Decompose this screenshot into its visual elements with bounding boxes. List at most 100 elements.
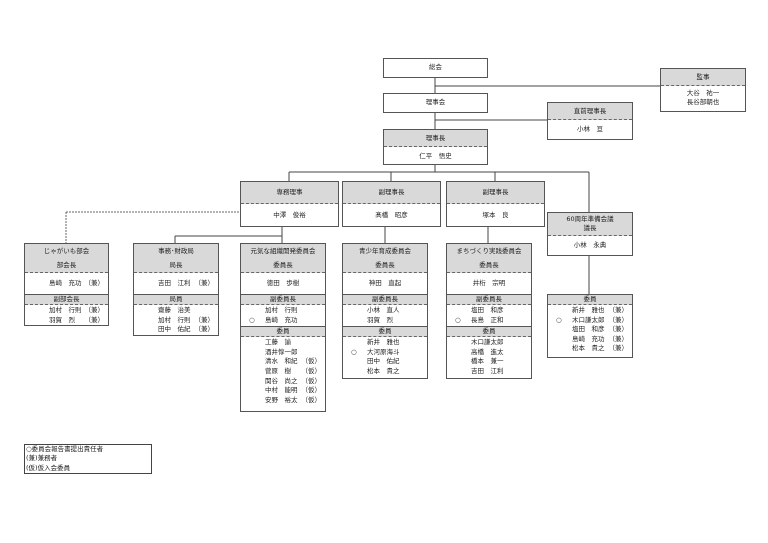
member-name: 羽賀 烈 [367,315,393,324]
committee-members-list: 木口謙太郎高橋 進太橋本 兼一吉田 江利 [447,337,531,377]
member-row: 松本 貴之 [343,367,427,377]
member-row: 加村 行則 [241,306,325,316]
member-row: 塩田 和彦 [447,306,531,316]
committee-head-name: 神田 直起 [368,279,402,287]
anniversary-title-line2: 議長 [583,224,597,232]
committee-head-label: 局長 [134,258,218,273]
member-row: 塩田 和彦（兼） [548,325,632,335]
member-name: 安野 裕太 [265,395,298,404]
member-name: 田中 佑紀 [158,325,191,334]
committee-head-label: 部会長 [25,258,108,273]
member-row: 加村 行則（兼） [134,316,218,326]
member-tag: （仮） [301,386,322,395]
member-name: 島崎 充功 [265,315,298,324]
committee-vice-label: 副委員長 [447,294,531,305]
anniversary-chair-name: 小林 永典 [573,241,607,249]
member-tag: （仮） [301,366,322,375]
committee-head-tag: （兼） [84,279,105,287]
anniversary-members-label: 委員 [548,295,632,305]
past-president-box: 直前理事長 小林 亘 [547,102,633,140]
legend-item-concurrent: (兼)兼務者 [26,454,58,463]
member-name: 橋本 兼一 [471,357,504,366]
committee-head-name: 井桁 宗明 [472,279,506,287]
member-name: 大河原海斗 [367,347,400,356]
member-row: 木口謙太郎 [447,338,531,348]
member-row: 田中 佑紀（兼） [134,325,218,335]
committee-members-label: 委員 [343,326,427,338]
member-name: 工藤 諭 [265,338,291,347]
member-name: 菅原 樹 [265,366,291,375]
committee-vice-label: 副委員長 [241,294,325,305]
member-name: 木口謙太郎 [572,315,605,324]
legend-item-report-responsible: ○委員会報告書提出責任者 [26,445,104,453]
committee-vice-list: 小林 直人羽賀 烈 [343,305,427,326]
member-row: 吉田 江利 [447,367,531,377]
legend-item-provisional: (仮)仮入会委員 [26,463,71,472]
committee-name: 事務･財政局 [134,244,218,258]
past-president-name: 小林 亘 [577,125,603,133]
member-row: 安野 裕太（仮） [241,396,325,406]
member-tag: （兼） [84,315,105,324]
member-row: 新井 雅也 [343,338,427,348]
committee-head-row: 徳田 歩樹 [241,273,325,294]
member-row: 菅原 樹 （仮） [241,367,325,377]
committee-name: じゃがいも部会 [25,244,108,258]
member-tag: （仮） [301,357,322,366]
member-row: ○長島 正和 [447,316,531,326]
anniversary-members-box: 委員 新井 雅也（兼）○木口謙太郎（兼）塩田 和彦（兼）島崎 充功（兼）松本 貴… [547,294,633,358]
member-name: 小林 直人 [367,306,400,314]
member-row: 関谷 尚之（仮） [241,377,325,387]
committee-head-name: 吉田 江利 [158,279,191,287]
committee-vice-list: 塩田 和彦 ○長島 正和 [447,305,531,326]
member-tag: （兼） [608,306,629,314]
member-row: ○木口謙太郎（兼） [548,316,632,326]
member-name: 塩田 和彦 [471,306,504,314]
member-row: 羽賀 烈 [343,316,427,326]
report-responsible-mark: ○ [556,315,562,324]
member-row: 高橋 進太 [447,348,531,358]
committee-box-secretariat: 事務･財政局局長吉田 江利（兼）局員齋藤 治美加村 行則（兼）田中 佑紀（兼） [133,243,219,336]
member-name: 木口謙太郎 [471,338,504,347]
committee-box-youth: 青少年育成委員会委員長神田 直起副委員長小林 直人羽賀 烈委員新井 雅也○大河原… [342,243,428,379]
officer-box-vice-president-1: 副理事長 髙橋 昭彦 [342,181,441,227]
committee-head-row: 神田 直起 [343,273,427,294]
committee-members-list: 工藤 諭酒井惇一郎清水 和紀（仮）菅原 樹（仮）関谷 尚之（仮）中村 能明（仮）… [241,337,325,406]
president-title: 理事長 [384,130,487,147]
officer-name: 塚本 良 [482,211,509,219]
member-row: 羽賀 烈（兼） [25,316,108,326]
auditors-title: 監事 [661,69,745,86]
member-tag: （兼） [194,315,215,324]
report-responsible-mark: ○ [351,347,357,356]
member-row: 酒井惇一郎 [241,348,325,358]
officer-box-vice-president-2: 副理事長 塚本 良 [446,181,545,227]
member-tag: （兼） [608,334,629,343]
officer-title: 副理事長 [343,182,440,204]
member-row: 加村 行則（兼） [25,306,108,316]
member-row: 松本 貴之（兼） [548,344,632,354]
committee-head-label: 委員長 [241,258,325,273]
member-name: 松本 貴之 [572,344,605,353]
committee-head-row: 島崎 充功（兼） [25,273,108,294]
report-responsible-mark: ○ [249,315,255,324]
anniversary-chair-box: 60周年準備会議 議長 小林 永典 [547,212,633,256]
member-row: 新井 雅也（兼） [548,306,632,316]
officer-name: 髙橋 昭彦 [375,211,408,219]
member-name: 新井 雅也 [367,338,400,347]
member-row: 清水 和紀（仮） [241,357,325,367]
committee-name: まちづくり実践委員会 [447,244,531,258]
committee-box-community: まちづくり実践委員会委員長井桁 宗明副委員長塩田 和彦○長島 正和委員木口謙太郎… [446,243,532,379]
committee-vice-label: 副委員長 [343,294,427,305]
member-name: 新井 雅也 [572,306,605,314]
member-row: 齋藤 治美 [134,306,218,316]
committee-head-name: 島崎 充功 [49,279,82,287]
anniversary-title: 60周年準備会議 議長 [548,213,632,236]
member-row: 小林 直人 [343,306,427,316]
board-box: 理事会 [383,93,488,113]
committee-name: 元気な組織開発委員会 [241,244,325,258]
member-row: ○ 島崎 充功 [241,316,325,326]
committee-vice-label: 局員 [134,294,218,305]
member-name: 島崎 充功 [572,334,605,343]
member-name: 田中 佑紀 [367,357,400,366]
committee-head-row: 吉田 江利（兼） [134,273,218,294]
committee-vice-label: 副部会長 [25,294,108,305]
